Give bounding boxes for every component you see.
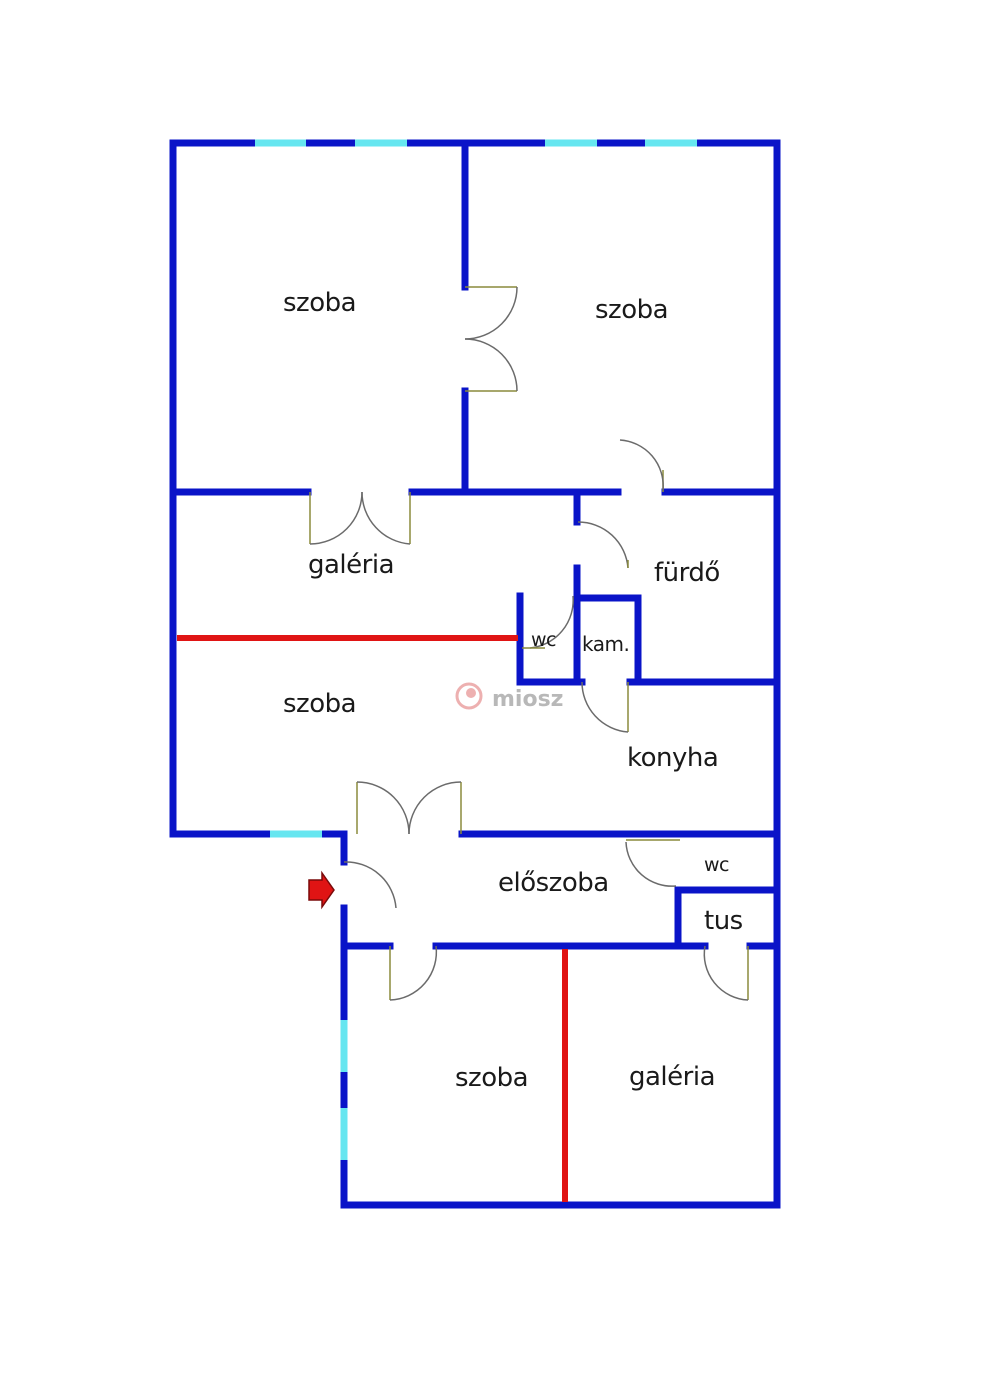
door-gallery-upper <box>309 491 411 545</box>
label-bathroom: fürdő <box>654 558 720 588</box>
label-room-bottom: szoba <box>455 1063 528 1093</box>
exterior-walls <box>169 139 781 1209</box>
label-shower: tus <box>704 906 743 936</box>
partitions <box>177 635 568 1202</box>
label-gallery-upper: galéria <box>308 550 394 580</box>
door-shower <box>703 945 749 1001</box>
door-top-right-room <box>619 439 664 492</box>
door-hallway-double <box>356 781 462 835</box>
door-entrance <box>343 861 397 909</box>
doors <box>309 286 749 1001</box>
door-wc-lower <box>625 839 680 887</box>
miosz-logo-icon <box>455 682 483 710</box>
label-gallery-lower: galéria <box>629 1062 715 1092</box>
label-room-middle: szoba <box>283 689 356 719</box>
door-top-rooms <box>464 286 518 392</box>
windows <box>255 139 697 1160</box>
label-kitchen: konyha <box>627 743 718 773</box>
door-bathroom <box>577 521 629 569</box>
label-hallway: előszoba <box>498 868 609 898</box>
interior-walls <box>169 139 781 950</box>
watermark-text: miosz <box>492 687 563 712</box>
label-room-top-left: szoba <box>283 288 356 318</box>
label-pantry: kam. <box>582 632 629 656</box>
door-wc-upper <box>522 595 574 649</box>
entrance-arrow-icon <box>308 870 335 910</box>
room-labels: szoba szoba galéria fürdő wc kam. szoba … <box>283 288 743 1093</box>
label-wc-upper: wc <box>531 629 556 651</box>
door-pantry <box>581 681 629 733</box>
label-room-top-right: szoba <box>595 295 668 325</box>
label-wc-lower: wc <box>704 854 729 876</box>
door-room-bottom <box>389 945 438 1001</box>
